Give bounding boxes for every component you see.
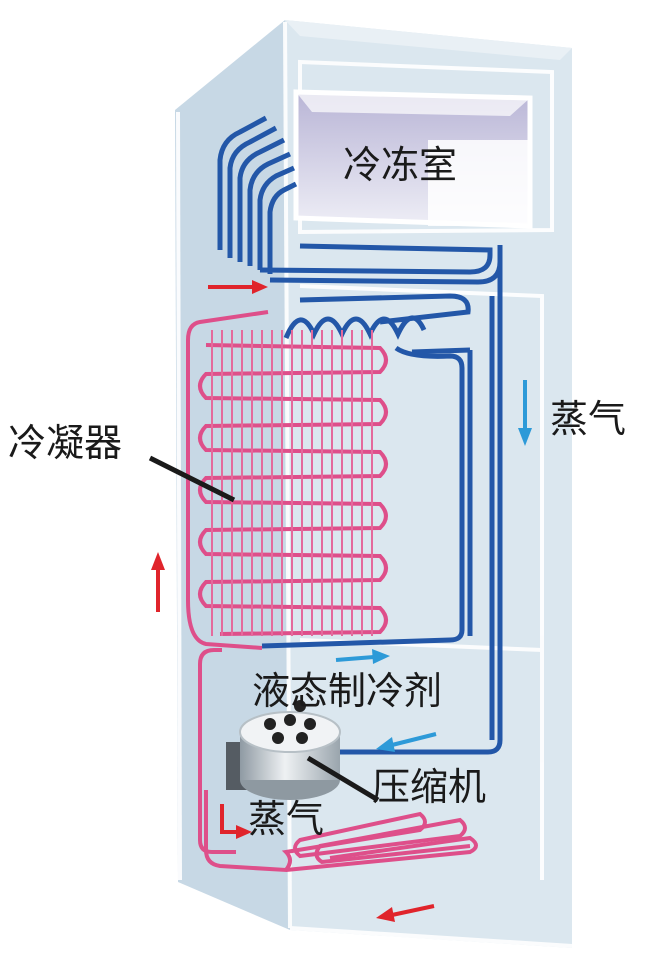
flow-arrow-top	[208, 280, 268, 294]
vapor-label-right: 蒸气	[550, 397, 627, 441]
condenser-coils	[186, 310, 478, 873]
vapor-label-bottom: 蒸气	[248, 797, 325, 841]
flow-arrow-return	[376, 732, 437, 752]
evaporator-pipes	[217, 115, 503, 755]
freezer-compartment	[293, 89, 533, 229]
compressor-label: 压缩机	[372, 765, 487, 809]
compressor-leader	[306, 755, 380, 803]
flow-arrow-compressor	[220, 804, 252, 839]
condenser-leader	[148, 455, 236, 503]
flow-arrow-down-blue	[518, 380, 532, 446]
flow-arrow-up	[151, 552, 165, 612]
flow-arrow-liquid	[335, 649, 390, 664]
flow-arrow-bottom	[376, 904, 435, 922]
condenser-label: 冷凝器	[8, 421, 123, 465]
freezer-label: 冷冻室	[343, 143, 458, 187]
cabinet-top	[285, 20, 572, 60]
flow-arrows	[151, 280, 532, 922]
compressor	[226, 700, 341, 800]
liquid-refrigerant-label: 液态制冷剂	[252, 669, 443, 713]
